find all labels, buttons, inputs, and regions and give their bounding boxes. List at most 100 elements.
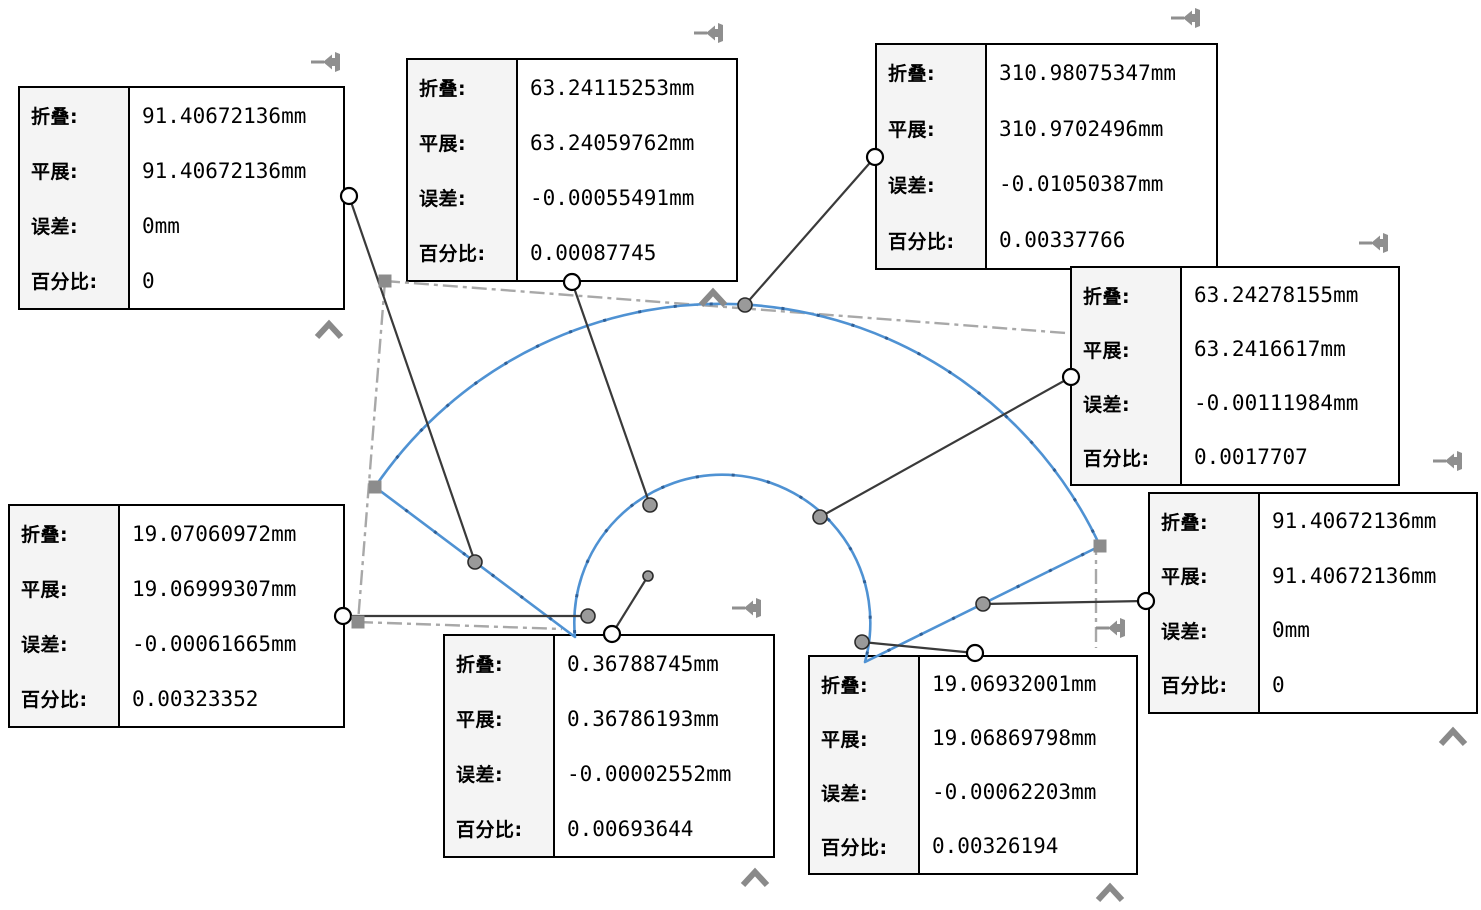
pushpin-icon[interactable]	[694, 23, 723, 43]
error-label: 误差:	[31, 216, 79, 238]
measurement-callout-top-center[interactable]: 折叠: 平展: 误差: 百分比: 63.24115253mm 63.240597…	[406, 58, 738, 282]
construction-line-left	[356, 280, 387, 623]
label-column: 折叠: 平展: 误差: 百分比:	[445, 636, 555, 856]
percentage-label: 百分比:	[821, 836, 888, 859]
error-label: 误差:	[419, 188, 467, 210]
folded-label: 折叠:	[888, 63, 936, 86]
flattened-value: 310.9702496mm	[999, 116, 1164, 141]
chevron-up-icon[interactable]	[314, 319, 344, 340]
vertex-handle[interactable]	[1093, 539, 1107, 553]
fan-outline[interactable]	[373, 302, 1102, 664]
percentage-label: 百分比:	[456, 819, 523, 841]
measurement-callout-bottom-center[interactable]: 折叠: 平展: 误差: 百分比: 0.36788745mm 0.36786193…	[443, 634, 775, 858]
flattened-label: 平展:	[821, 728, 869, 751]
construction-lines	[356, 279, 1098, 648]
flattened-label: 平展:	[419, 133, 467, 155]
label-column: 折叠: 平展: 误差: 百分比:	[20, 88, 130, 308]
label-column: 折叠: 平展: 误差: 百分比:	[1072, 268, 1182, 484]
folded-value: 63.24278155mm	[1194, 283, 1359, 307]
fan-vertex-ticks	[372, 302, 1102, 665]
flattened-label: 平展:	[456, 709, 504, 731]
percentage-value: 0	[142, 268, 155, 293]
percentage-label: 百分比:	[31, 271, 98, 293]
label-column: 折叠: 平展: 误差: 百分比:	[408, 60, 518, 280]
leader-bottom-center	[611, 575, 649, 635]
flattened-label: 平展:	[31, 161, 79, 183]
vertex-handles[interactable]	[351, 274, 1107, 629]
value-column: 91.40672136mm 91.40672136mm 0mm 0	[1260, 494, 1476, 712]
measure-point-dots[interactable]	[467, 297, 991, 650]
error-value: -0.00111984mm	[1194, 391, 1359, 415]
measurement-callout-top-right[interactable]: 折叠: 平展: 误差: 百分比: 310.98075347mm 310.9702…	[875, 43, 1218, 270]
folded-value: 91.40672136mm	[142, 103, 307, 128]
measure-point-dot[interactable]	[642, 497, 658, 513]
flattened-value: 91.40672136mm	[1272, 563, 1437, 588]
flattened-label: 平展:	[888, 119, 936, 142]
pushpin-icon[interactable]	[732, 598, 761, 618]
chevron-up-icon[interactable]	[740, 867, 770, 888]
error-label: 误差:	[21, 634, 69, 656]
percentage-value: 0.00337766	[999, 228, 1126, 253]
leader-far-right	[982, 599, 1147, 606]
chevron-up-icon[interactable]	[1438, 726, 1468, 747]
percentage-value: 0.00326194	[932, 834, 1059, 858]
percentage-value: 0.00087745	[530, 240, 657, 265]
percentage-value: 0.00323352	[132, 686, 259, 711]
measurement-callout-bottom-right[interactable]: 折叠: 平展: 误差: 百分比: 19.06932001mm 19.068697…	[808, 655, 1138, 875]
pushpin-icon[interactable]	[311, 52, 340, 72]
fan-shape[interactable]	[372, 302, 1102, 665]
folded-value: 19.06932001mm	[932, 672, 1097, 696]
label-column: 折叠: 平展: 误差: 百分比:	[810, 657, 920, 873]
measure-point-dot[interactable]	[854, 634, 870, 650]
measure-point-dot[interactable]	[642, 570, 654, 582]
value-column: 0.36788745mm 0.36786193mm -0.00002552mm …	[555, 636, 773, 856]
error-label: 误差:	[1161, 620, 1209, 643]
folded-value: 91.40672136mm	[1272, 509, 1437, 534]
value-column: 63.24115253mm 63.24059762mm -0.00055491m…	[518, 60, 736, 280]
folded-value: 310.98075347mm	[999, 60, 1177, 85]
label-column: 折叠: 平展: 误差: 百分比:	[10, 506, 120, 726]
chevron-up-icon[interactable]	[698, 287, 728, 308]
pushpin-icon[interactable]	[1359, 233, 1388, 253]
measurement-callout-right[interactable]: 折叠: 平展: 误差: 百分比: 63.24278155mm 63.241661…	[1070, 266, 1400, 486]
pushpin-icon[interactable]	[1096, 618, 1125, 638]
label-column: 折叠: 平展: 误差: 百分比:	[877, 45, 987, 268]
vertex-handle[interactable]	[351, 615, 365, 629]
folded-label: 折叠:	[31, 106, 79, 128]
folded-label: 折叠:	[1083, 285, 1131, 308]
flattened-value: 19.06999307mm	[132, 576, 297, 601]
measurement-callout-far-right[interactable]: 折叠: 平展: 误差: 百分比: 91.40672136mm 91.406721…	[1148, 492, 1478, 714]
pushpin-icon[interactable]	[1433, 451, 1462, 471]
error-value: -0.01050387mm	[999, 172, 1164, 197]
construction-line-top	[384, 279, 1067, 335]
flattened-label: 平展:	[1161, 566, 1209, 589]
flattened-value: 0.36786193mm	[567, 706, 719, 731]
error-value: -0.00002552mm	[567, 761, 732, 786]
measurement-callout-left[interactable]: 折叠: 平展: 误差: 百分比: 19.07060972mm 19.069993…	[8, 504, 345, 728]
percentage-label: 百分比:	[888, 230, 955, 253]
folded-label: 折叠:	[821, 674, 869, 697]
measure-point-dot[interactable]	[975, 596, 991, 612]
chevron-up-icon[interactable]	[1095, 882, 1125, 903]
measurement-callout-top-left[interactable]: 折叠: 平展: 误差: 百分比: 91.40672136mm 91.406721…	[18, 86, 345, 310]
measure-point-dot[interactable]	[737, 297, 753, 313]
measure-point-dot[interactable]	[812, 509, 828, 525]
vertex-handle[interactable]	[368, 480, 382, 494]
leader-top-right	[744, 156, 876, 306]
flattened-label: 平展:	[1083, 339, 1131, 362]
measure-point-dot[interactable]	[580, 608, 596, 624]
flattened-label: 平展:	[21, 579, 69, 601]
value-column: 91.40672136mm 91.40672136mm 0mm 0	[130, 88, 343, 308]
measure-point-dot[interactable]	[467, 554, 483, 570]
leader-top-center	[570, 281, 652, 506]
value-column: 310.98075347mm 310.9702496mm -0.01050387…	[987, 45, 1216, 268]
value-column: 19.06932001mm 19.06869798mm -0.00062203m…	[920, 657, 1136, 873]
folded-label: 折叠:	[1161, 511, 1209, 534]
vertex-handle[interactable]	[378, 274, 392, 288]
folded-value: 19.07060972mm	[132, 521, 297, 546]
value-column: 19.07060972mm 19.06999307mm -0.00061665m…	[120, 506, 343, 726]
pushpin-icon[interactable]	[1171, 8, 1200, 28]
leader-right	[819, 376, 1072, 518]
percentage-value: 0.0017707	[1194, 445, 1308, 469]
folded-label: 折叠:	[456, 654, 504, 676]
